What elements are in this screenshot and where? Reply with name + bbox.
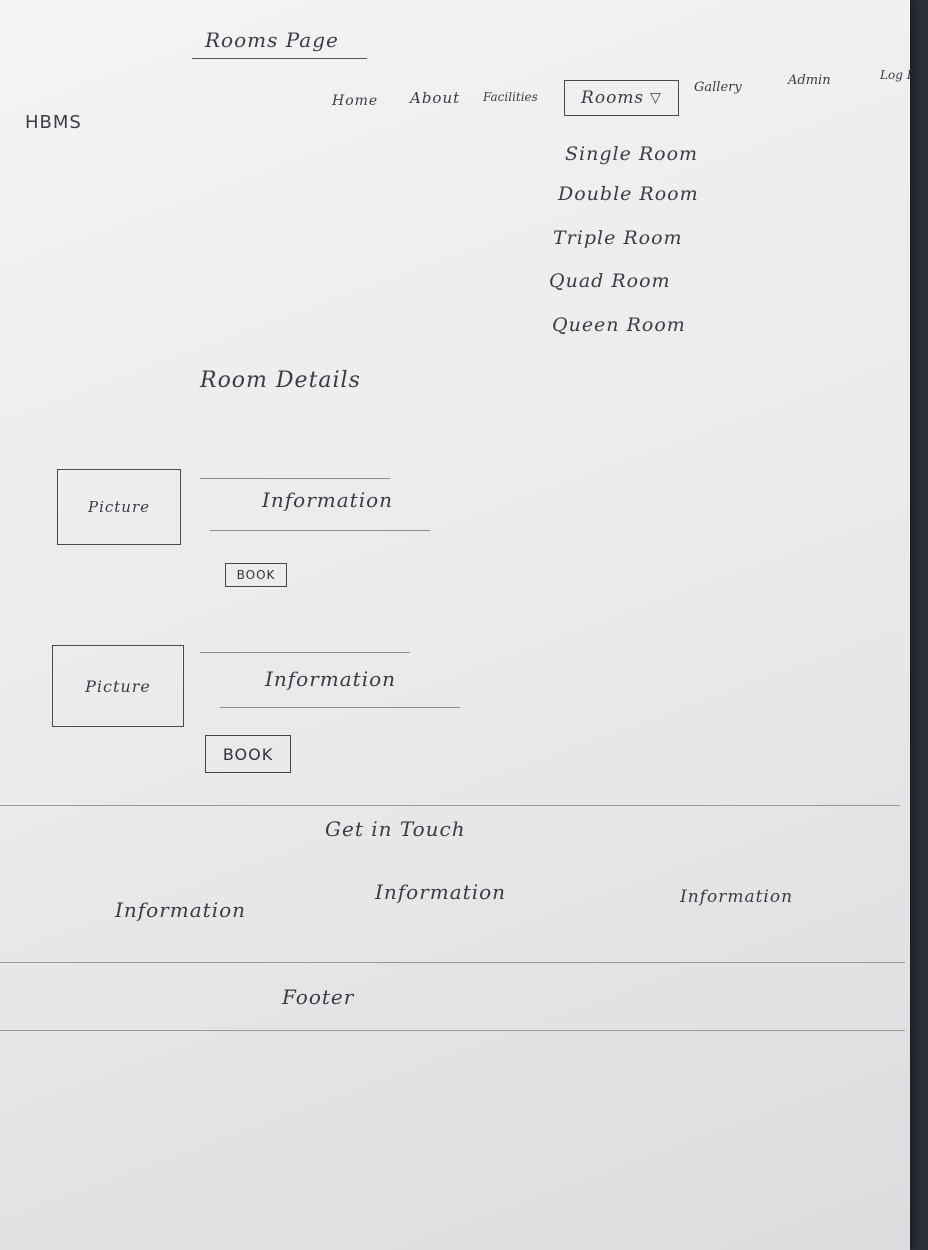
contact-title: Get in Touch <box>325 817 466 841</box>
room-picture: Picture <box>57 469 181 545</box>
picture-label: Picture <box>87 498 151 516</box>
menu-item-single-room[interactable]: Single Room <box>565 143 699 165</box>
menu-item-double-room[interactable]: Double Room <box>558 183 699 205</box>
nav-gallery[interactable]: Gallery <box>694 80 742 95</box>
room-info: Information <box>262 488 394 512</box>
book-button[interactable]: BOOK <box>205 735 291 773</box>
info-line-bottom <box>220 707 460 708</box>
room-info: Information <box>265 667 397 691</box>
footer-divider <box>0 962 905 963</box>
chevron-down-icon: ▽ <box>650 90 662 106</box>
brand-logo[interactable]: HBMS <box>25 112 82 133</box>
info-line-bottom <box>210 530 430 531</box>
footer-label: Footer <box>282 985 355 1009</box>
contact-info-3: Information <box>680 887 794 907</box>
footer-bottom-line <box>0 1030 905 1031</box>
menu-item-queen-room[interactable]: Queen Room <box>552 314 686 336</box>
nav-about[interactable]: About <box>410 89 461 107</box>
menu-item-triple-room[interactable]: Triple Room <box>553 227 683 249</box>
contact-info-1: Information <box>115 898 247 922</box>
contact-info-2: Information <box>375 880 507 904</box>
nav-login[interactable]: Log I <box>880 68 912 82</box>
page-title: Rooms Page <box>205 28 339 52</box>
nav-admin[interactable]: Admin <box>788 73 831 88</box>
room-picture: Picture <box>52 645 184 727</box>
info-line-top <box>200 478 390 479</box>
picture-label: Picture <box>85 676 151 696</box>
info-line-top <box>200 652 410 653</box>
section-title: Room Details <box>200 368 361 393</box>
section-divider <box>0 805 900 806</box>
nav-rooms-dropdown[interactable]: Rooms ▽ <box>564 80 679 116</box>
nav-facilities[interactable]: Facilities <box>483 90 538 104</box>
menu-item-quad-room[interactable]: Quad Room <box>549 270 671 292</box>
title-underline <box>192 58 367 59</box>
nav-rooms-label: Rooms <box>581 88 645 108</box>
nav-home[interactable]: Home <box>332 93 379 109</box>
book-button[interactable]: BOOK <box>225 563 287 587</box>
